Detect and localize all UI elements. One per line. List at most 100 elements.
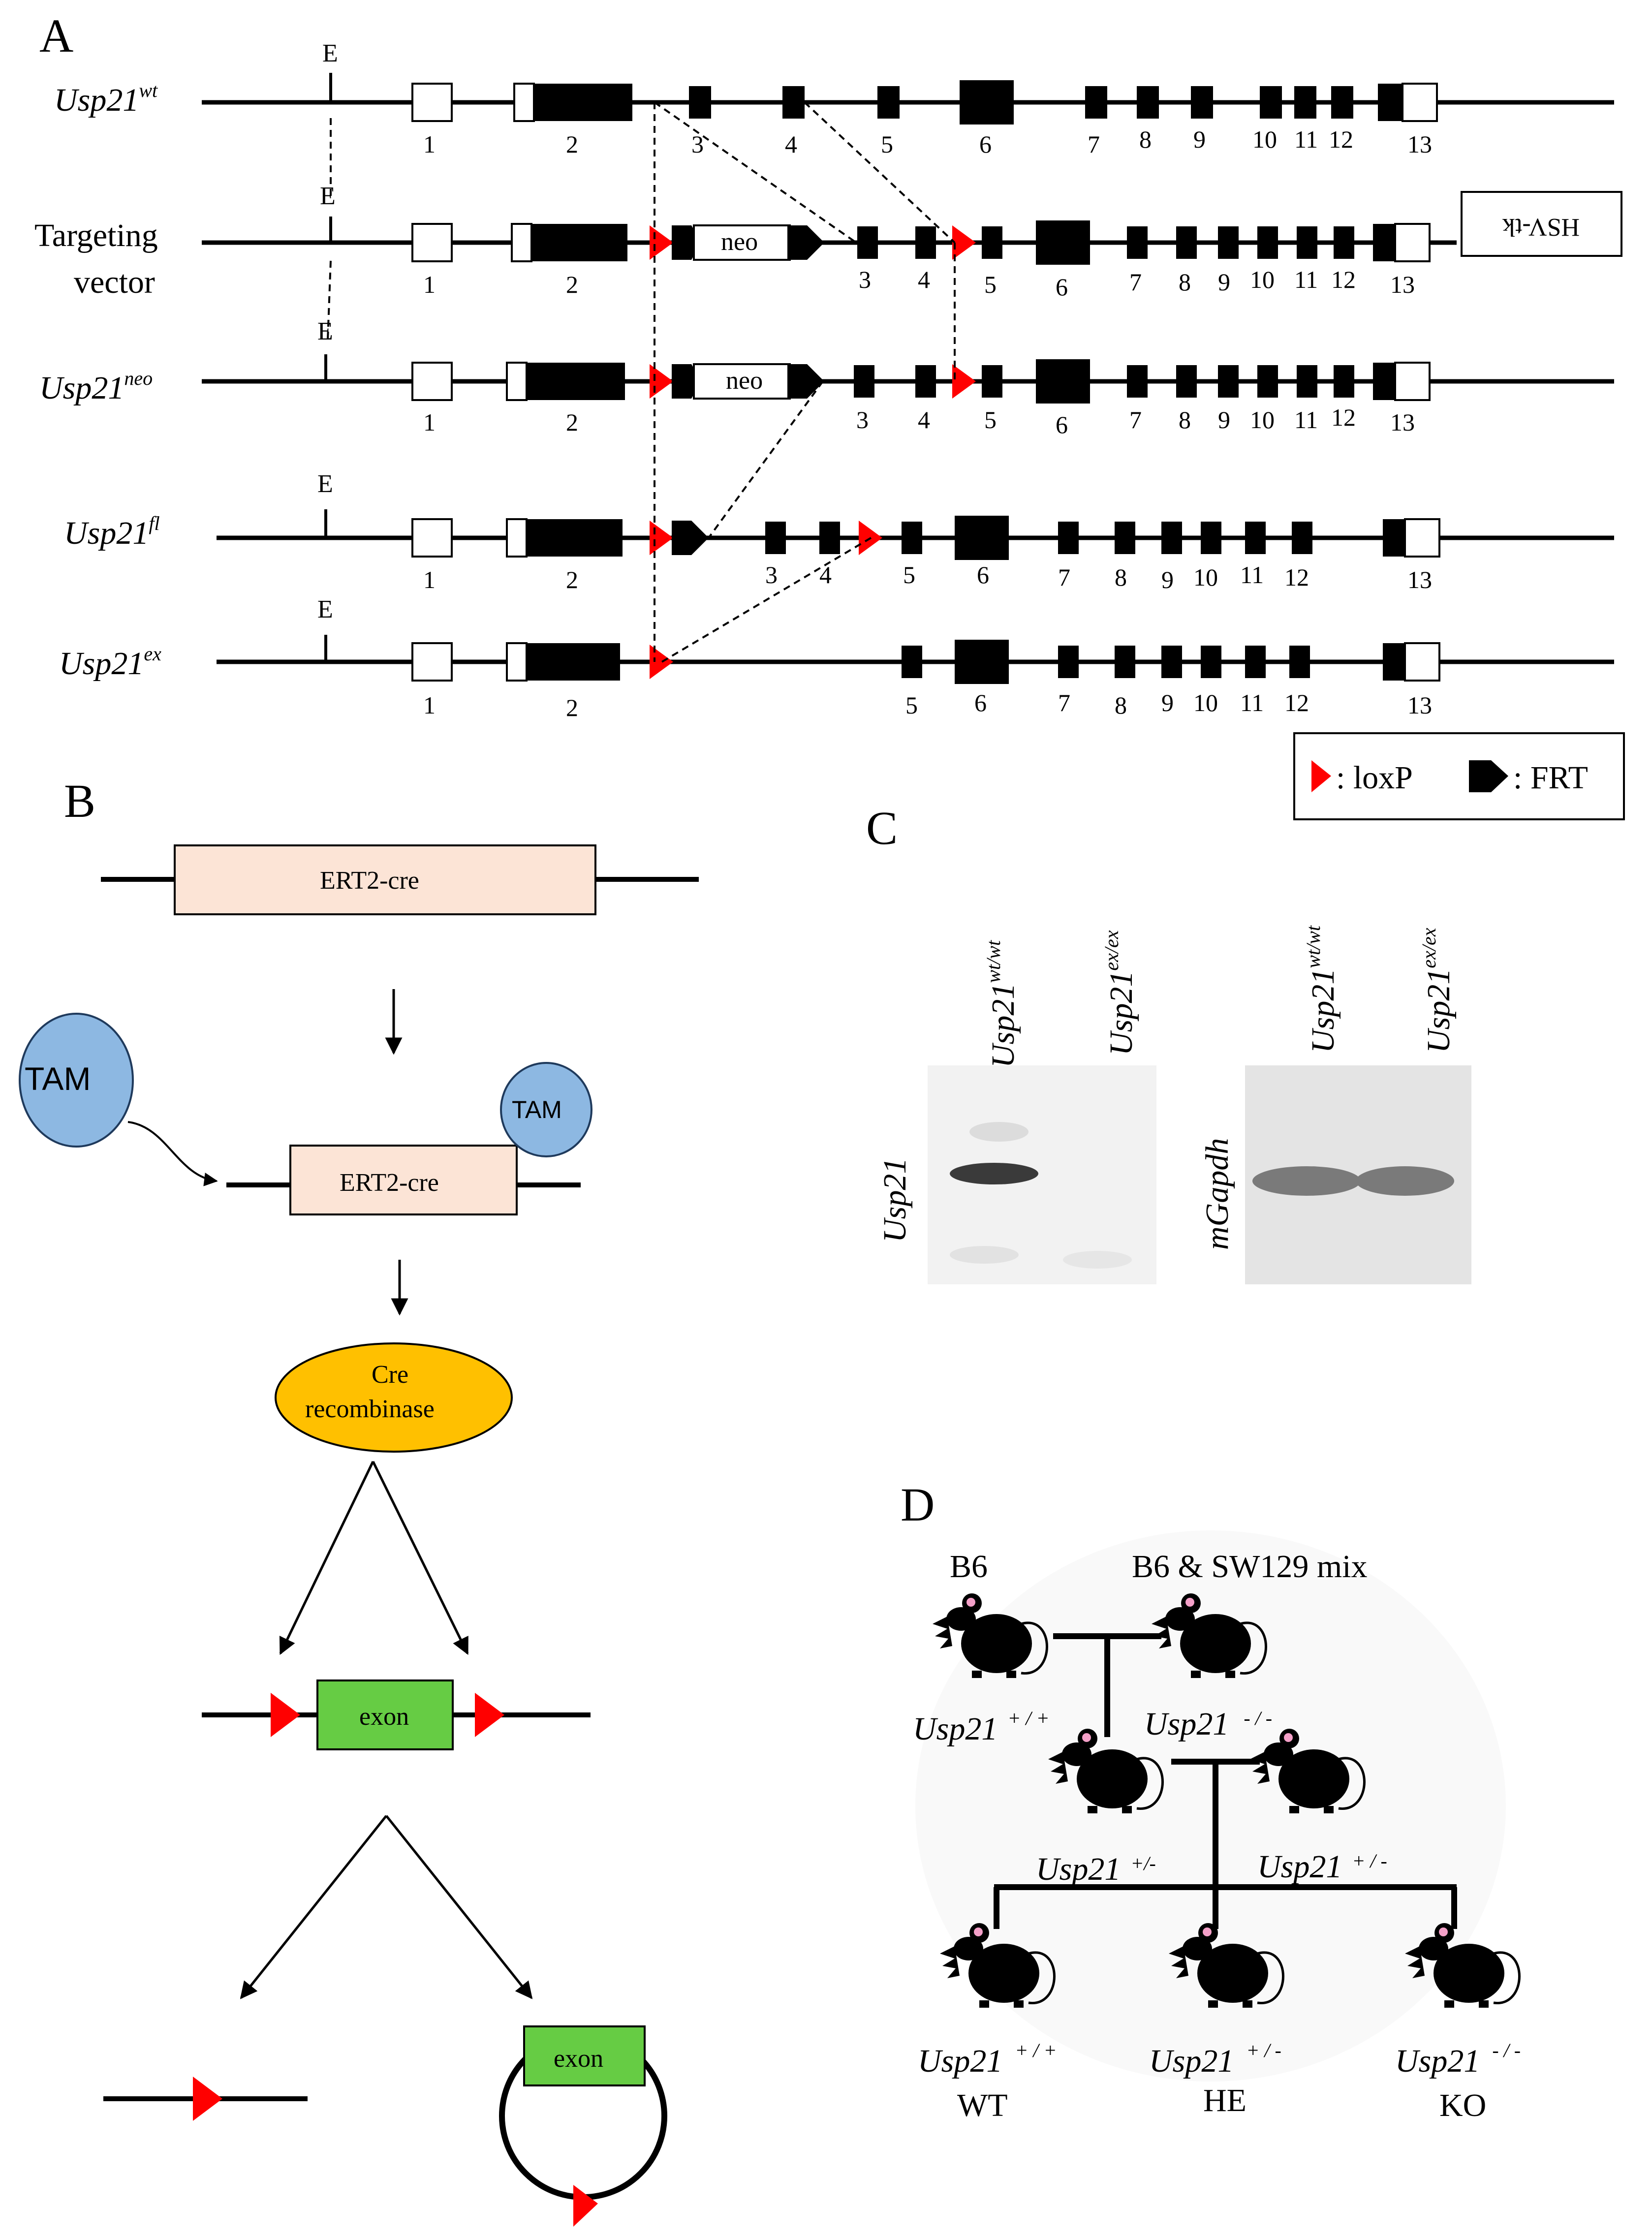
gel-lane-label-4: Usp21ex/ex [1418,928,1457,1053]
svg-text:ERT2-cre: ERT2-cre [320,867,419,895]
svg-text:1: 1 [423,691,436,719]
genotype-parent-ko: Usp21- / - [1144,1706,1272,1742]
svg-text:4: 4 [785,130,797,158]
gel-usp21 [928,1065,1156,1284]
cre-construct-active: ERT2-cre TAM [226,1062,592,1215]
gel-lane-label-1: Usp21wt/wt [982,940,1021,1068]
svg-text:12: 12 [1284,689,1309,716]
svg-text:5: 5 [905,691,918,719]
svg-text:2: 2 [566,694,578,721]
cre-construct-inactive: ERT2-cre [101,844,699,915]
svg-text:7: 7 [1058,563,1070,591]
svg-text:11: 11 [1294,406,1318,434]
svg-text:E: E [317,317,333,345]
outcome-wt: WT [957,2087,1008,2123]
strain-right: B6 & SW129 mix [1132,1549,1368,1585]
hsv-tk-label: HSV-tk [1502,213,1580,241]
svg-text:8: 8 [1139,125,1152,153]
svg-text:4: 4 [918,266,930,293]
svg-text:neo: neo [726,367,763,395]
svg-text:10: 10 [1250,406,1275,434]
allele-label-neo: Usp21neo [39,367,153,406]
svg-text:2: 2 [566,130,578,158]
svg-text:5: 5 [984,406,997,434]
ecori-site-label: E [322,39,338,67]
panel-b-label: B [64,775,95,827]
svg-text:13: 13 [1407,566,1432,593]
excised-locus [103,2077,308,2121]
allele-label-wt: Usp21wt [54,79,158,118]
svg-text:8: 8 [1115,691,1127,719]
svg-text:12: 12 [1329,125,1353,153]
svg-text:3: 3 [859,266,871,293]
panel-d-background [915,1530,1506,2082]
svg-text:9: 9 [1161,689,1174,716]
svg-text:11: 11 [1294,125,1318,153]
allele-row-targeting: E neo HSV-tk 1 2 3 4 5 6 7 8 9 10 11 12 [202,182,1622,301]
gel-mgapdh [1245,1065,1471,1284]
svg-text:9: 9 [1218,406,1230,434]
svg-text:4: 4 [918,406,930,434]
svg-text:11: 11 [1240,561,1264,589]
svg-text:7: 7 [1129,406,1142,434]
svg-text:6: 6 [974,689,987,716]
svg-text:10: 10 [1252,125,1277,153]
legend-frt-swatch [1469,760,1508,792]
svg-text:E: E [317,470,333,498]
genotype-offspring-wt: Usp21+ / + [918,2039,1057,2079]
svg-text:6: 6 [1056,411,1068,438]
floxed-exon: exon [202,1679,591,1750]
gel-lane-label-3: Usp21wt/wt [1302,925,1341,1053]
allele-label-targeting-line1: Targeting [34,218,158,253]
svg-text:13: 13 [1407,130,1432,158]
svg-text:ERT2-cre: ERT2-cre [340,1169,439,1197]
svg-text:3: 3 [765,561,778,589]
allele-label-ex: Usp21ex [59,643,161,682]
genotype-f1-a: Usp21+/- [1036,1851,1156,1887]
svg-text:7: 7 [1058,689,1070,716]
legend-loxp-label: : loxP [1336,760,1413,796]
allele-row-neo: E neo 1 2 3 4 5 6 7 8 9 10 11 12 13 [202,317,1614,438]
panel-a-label: A [39,9,73,62]
svg-text:13: 13 [1407,691,1432,719]
svg-text:5: 5 [903,561,915,589]
svg-text:2: 2 [566,408,578,436]
legend-frt-label: : FRT [1513,760,1588,796]
outcome-he: HE [1203,2083,1247,2118]
svg-text:E: E [320,182,336,210]
cre-recombinase: Cre recombinase [275,1342,513,1453]
genotype-parent-wt: Usp21+ / + [913,1707,1049,1747]
svg-text:10: 10 [1193,563,1218,591]
excised-circle: exon [499,2025,667,2227]
svg-text:1: 1 [423,566,436,593]
svg-text:10: 10 [1250,266,1275,293]
genotype-f1-b: Usp21+ / - [1257,1849,1387,1885]
svg-text:12: 12 [1284,563,1309,591]
genotype-offspring-ko: Usp21- / - [1395,2039,1521,2079]
panel-c-label: C [866,802,898,854]
svg-text:1: 1 [423,271,436,298]
svg-text:13: 13 [1390,408,1415,436]
alignment-dashed-lines [327,101,956,663]
svg-text:11: 11 [1294,266,1318,293]
outcome-ko: KO [1439,2087,1486,2123]
gel-mgapdh-label: mGapdh [1199,1138,1235,1250]
svg-text:Cre: Cre [372,1361,408,1389]
panel-d-label: D [901,1478,935,1531]
svg-text:8: 8 [1179,406,1191,434]
svg-text:3: 3 [691,130,704,158]
svg-text:11: 11 [1240,689,1264,716]
allele-row-fl: E 1 2 3 4 5 6 7 8 9 10 11 12 13 [217,470,1614,593]
svg-text:8: 8 [1115,563,1127,591]
svg-text:12: 12 [1331,404,1356,431]
svg-text:6: 6 [1056,273,1068,301]
gel-lane-label-2: Usp21ex/ex [1100,930,1139,1056]
allele-label-fl: Usp21fl [64,512,160,551]
tam-large: TAM [19,1013,134,1148]
legend-loxp-swatch [1311,760,1331,792]
svg-text:9: 9 [1161,566,1174,593]
svg-text:5: 5 [881,130,893,158]
svg-text:6: 6 [977,561,989,589]
svg-text:3: 3 [856,406,869,434]
